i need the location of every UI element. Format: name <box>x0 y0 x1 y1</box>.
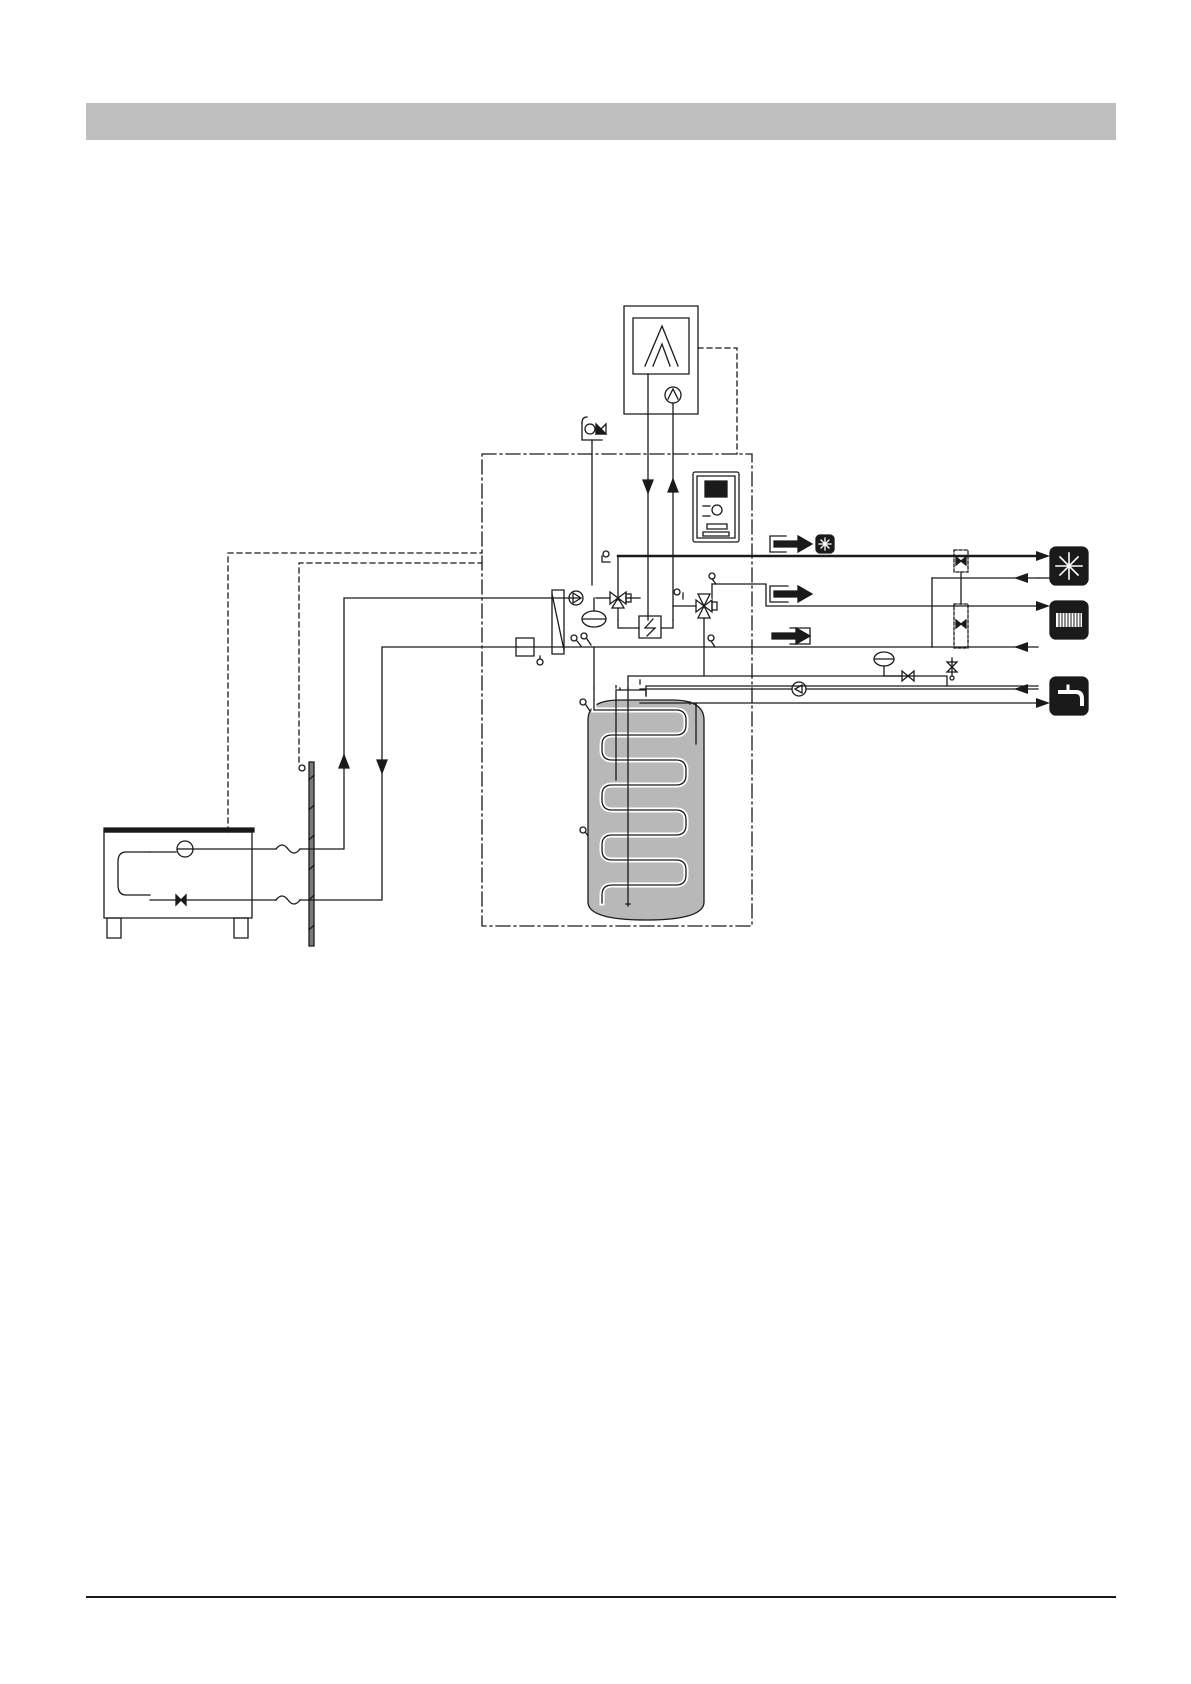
evaporator-coil-icon <box>118 852 150 895</box>
hot-water-icon <box>1050 677 1088 715</box>
output-arrows <box>1014 551 1050 708</box>
mode-indicators <box>770 535 834 644</box>
snowflake-icon <box>1056 553 1082 579</box>
heat-exchanger-assembly <box>516 590 717 675</box>
flow-arrow-up <box>339 755 349 768</box>
display-icon <box>705 481 727 497</box>
hot-water-mode-indicator <box>772 628 810 644</box>
heating-circuit-icon <box>1050 601 1088 639</box>
footer-rule <box>86 1596 1116 1598</box>
flow-arrow-down <box>377 760 387 773</box>
expansion-vessel-2-icon <box>874 652 894 666</box>
outdoor-heat-pump-unit <box>104 828 300 938</box>
boiler-unit <box>624 306 698 620</box>
flow-arrow-boiler-up <box>668 479 678 492</box>
expansion-valve-icon <box>176 895 186 905</box>
storage-tank <box>588 647 1038 920</box>
control-unit <box>693 472 739 542</box>
cooling-mode-indicator <box>770 535 834 553</box>
flow-arrow-boiler <box>643 480 653 493</box>
outdoor-flow-lines <box>300 598 552 900</box>
zone-valves <box>954 550 968 648</box>
cooling-circuit-icon <box>1050 547 1088 585</box>
circuit-icons <box>1050 547 1088 715</box>
electric-heater-icon <box>639 616 661 638</box>
wall-penetration <box>299 762 314 946</box>
heating-mode-indicator <box>770 586 812 602</box>
radiator-icon <box>1056 613 1082 627</box>
hot-water-circulation <box>640 652 1038 703</box>
expansion-vessel-icon <box>582 611 606 627</box>
boiler-icon <box>645 326 678 366</box>
outdoor-sensor-icon <box>299 765 305 771</box>
